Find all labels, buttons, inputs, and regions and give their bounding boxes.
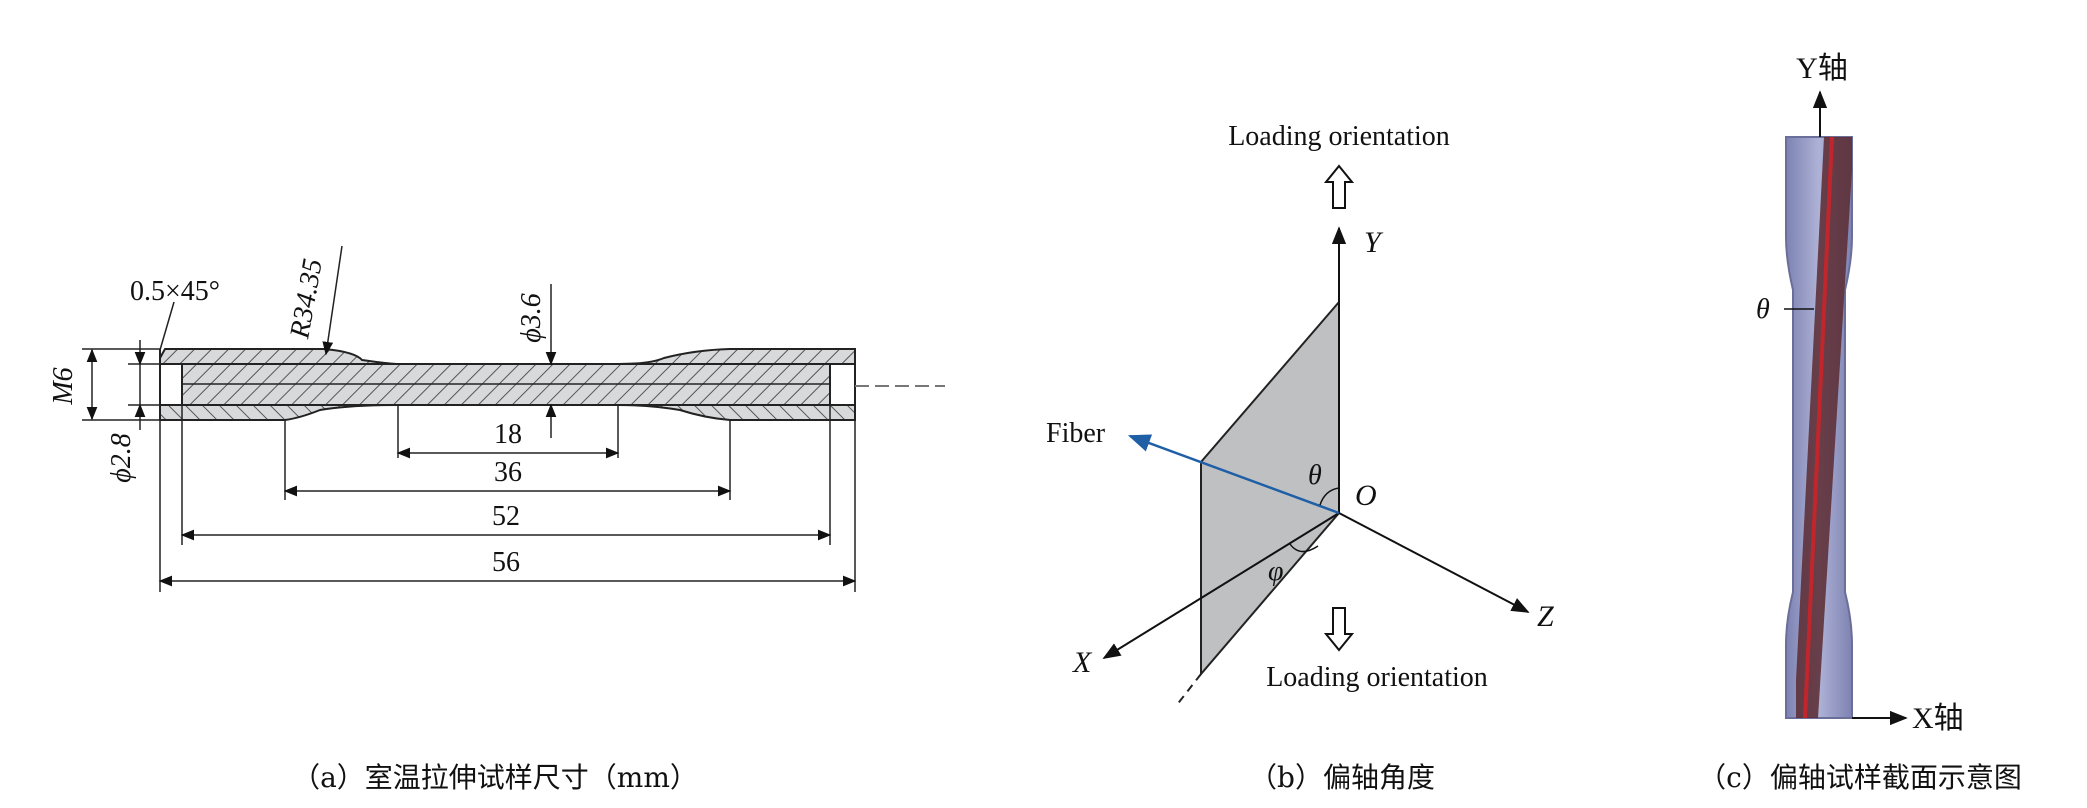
panel-b-off-axis-angle: Loading orientation Y X Z O θ φ Fiber Lo… <box>1046 121 1554 794</box>
panel-a-specimen-drawing: 18 36 52 56 M6 ϕ2.8 0.5×45° R34.35 ϕ3.6 … <box>48 245 945 794</box>
fiber-vector <box>1127 434 1340 515</box>
chamfer-leader <box>159 301 175 351</box>
label-axis-y-c: Y轴 <box>1796 52 1848 85</box>
label-phi: φ <box>1268 556 1284 587</box>
label-axis-x-c: X轴 <box>1912 702 1964 735</box>
label-m6: M6 <box>48 367 79 405</box>
label-gauge-diameter: ϕ3.6 <box>516 293 547 343</box>
caption-b: （b）偏轴角度 <box>1249 761 1435 794</box>
label-loading-bottom: Loading orientation <box>1266 662 1488 693</box>
dim-label-56: 56 <box>492 547 520 578</box>
dim-label-18: 18 <box>494 419 522 450</box>
label-bore-diameter: ϕ2.8 <box>106 433 137 483</box>
load-arrow-down <box>1323 607 1355 652</box>
label-fiber: Fiber <box>1046 418 1106 449</box>
plane-extension <box>1175 673 1202 707</box>
label-axis-x: X <box>1072 646 1093 679</box>
label-axis-z: Z <box>1537 600 1554 633</box>
radius-leader <box>322 245 343 356</box>
axis-z <box>1338 512 1530 613</box>
label-axis-y: Y <box>1364 226 1384 259</box>
phi-arc <box>1289 543 1319 553</box>
label-radius: R34.35 <box>284 256 329 341</box>
axis-x <box>1102 512 1340 659</box>
load-arrow-up <box>1323 164 1355 209</box>
label-theta-c: θ <box>1756 294 1770 325</box>
caption-c: （c）偏轴试样截面示意图 <box>1698 761 2022 794</box>
fiber-red-line <box>1803 136 1834 719</box>
label-loading-top: Loading orientation <box>1228 121 1450 152</box>
theta-arc <box>1319 487 1340 506</box>
dim-label-52: 52 <box>492 501 520 532</box>
caption-a: （a）室温拉伸试样尺寸（mm） <box>292 761 698 794</box>
label-origin: O <box>1355 479 1377 512</box>
label-chamfer: 0.5×45° <box>130 276 220 307</box>
dim-label-36: 36 <box>494 457 522 488</box>
specimen-outline-lower <box>159 404 856 421</box>
panel-c-specimen-section: Y轴 X轴 θ （c）偏轴试样截面示意图 <box>1698 52 2022 794</box>
specimen-outline-upper <box>159 348 856 365</box>
label-theta: θ <box>1308 460 1322 491</box>
